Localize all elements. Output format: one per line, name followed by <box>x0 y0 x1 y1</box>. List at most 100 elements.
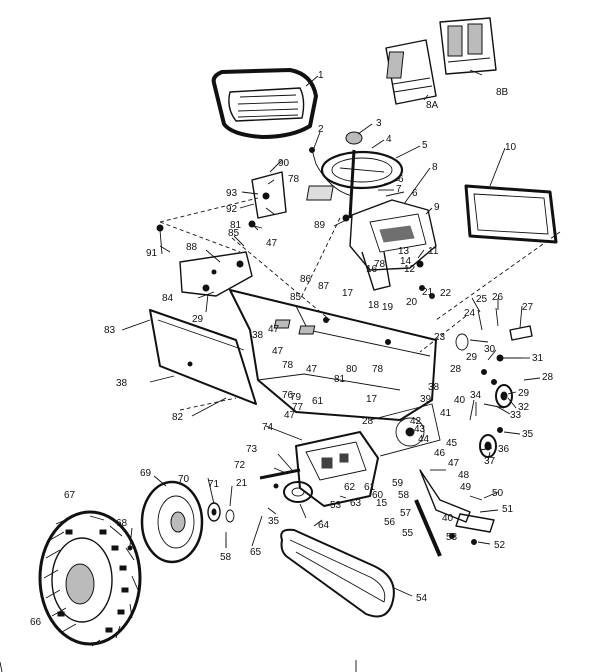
callout-40b: 40 <box>442 513 454 524</box>
belt-drawing <box>280 528 395 618</box>
callout-28b: 28 <box>542 372 554 383</box>
callout-19: 19 <box>382 302 394 313</box>
callout-5: 5 <box>422 140 428 151</box>
callout-85a: 85 <box>228 228 240 239</box>
callout-53b: 53 <box>446 532 458 543</box>
callout-91: 91 <box>146 248 158 259</box>
callout-43: 43 <box>414 424 426 435</box>
callout-9: 9 <box>434 202 440 213</box>
callout-45: 45 <box>446 438 458 449</box>
callout-35a: 35 <box>522 429 534 440</box>
callout-8: 8 <box>432 162 438 173</box>
callout-1: 1 <box>318 70 324 81</box>
callout-65: 65 <box>250 547 262 558</box>
callout-63: 63 <box>350 498 362 509</box>
callout-76: 76 <box>282 390 294 401</box>
callout-72: 72 <box>234 460 246 471</box>
callout-32: 32 <box>518 402 530 413</box>
callout-85b: 85 <box>290 292 302 303</box>
callout-68: 68 <box>116 518 128 529</box>
callout-40a: 40 <box>454 395 466 406</box>
callout-29c: 29 <box>192 314 204 325</box>
callout-82: 82 <box>172 412 184 423</box>
callout-18: 18 <box>368 300 380 311</box>
callout-8b: 8B <box>496 87 509 98</box>
callout-7: 7 <box>396 184 402 195</box>
callout-14: 14 <box>400 256 412 267</box>
callout-3: 3 <box>376 118 382 129</box>
callout-15: 15 <box>376 498 388 509</box>
callout-41: 41 <box>440 408 452 419</box>
callout-17a: 17 <box>342 288 354 299</box>
pulley-32-drawing <box>495 384 513 408</box>
callout-55: 55 <box>402 528 414 539</box>
callout-31: 31 <box>532 353 544 364</box>
bracket-88-drawing <box>179 251 253 297</box>
callout-73: 73 <box>246 444 258 455</box>
callout-4: 4 <box>386 134 392 145</box>
callout-46: 46 <box>434 448 446 459</box>
callout-89: 89 <box>314 220 326 231</box>
callout-28a: 28 <box>450 364 462 375</box>
callout-25: 25 <box>476 294 488 305</box>
callout-87: 87 <box>318 281 330 292</box>
decal-8a-drawing <box>385 39 437 105</box>
callout-53a: 53 <box>330 500 342 511</box>
callout-69: 69 <box>140 468 152 479</box>
callout-78a: 78 <box>288 174 300 185</box>
callout-48: 48 <box>458 470 470 481</box>
callout-22: 22 <box>440 288 452 299</box>
callout-78b: 78 <box>374 259 386 270</box>
callout-47e: 47 <box>284 410 296 421</box>
callout-83: 83 <box>104 325 116 336</box>
callout-24: 24 <box>464 308 476 319</box>
decal-8b-drawing <box>439 17 497 75</box>
chassis-drawing <box>229 289 437 421</box>
callout-44: 44 <box>418 434 430 445</box>
callout-39: 39 <box>420 394 432 405</box>
callout-50: 50 <box>492 488 504 499</box>
page-marks <box>0 660 357 672</box>
callout-58b: 58 <box>220 552 232 563</box>
callout-labels: 1 2 3 4 5 6 6 7 8 8A 8B 9 10 11 12 13 14… <box>30 70 554 628</box>
callout-23: 23 <box>434 332 446 343</box>
callout-8a: 8A <box>426 100 439 111</box>
callout-81b: 81 <box>334 374 346 385</box>
callout-42: 42 <box>410 416 422 427</box>
callout-93: 93 <box>226 188 238 199</box>
tire-drawing <box>38 510 142 647</box>
callout-71: 71 <box>208 479 220 490</box>
callout-47a: 47 <box>266 238 278 249</box>
hardware-drawing <box>127 147 533 551</box>
callout-34: 34 <box>470 390 482 401</box>
reference-lines <box>159 197 561 411</box>
callout-38b: 38 <box>252 330 264 341</box>
callout-11: 11 <box>428 246 439 257</box>
pulley-64-drawing <box>283 481 313 503</box>
callout-12: 12 <box>404 264 416 275</box>
callout-86: 86 <box>300 274 312 285</box>
callout-16: 16 <box>366 264 378 275</box>
callout-35b: 35 <box>268 516 280 527</box>
callout-6a: 6 <box>398 174 404 185</box>
callout-54: 54 <box>416 593 428 604</box>
callout-81a: 81 <box>230 220 242 231</box>
callout-88: 88 <box>186 242 198 253</box>
rim-drawing <box>140 480 204 564</box>
callout-29b: 29 <box>518 388 530 399</box>
callout-47d: 47 <box>306 364 318 375</box>
callout-2: 2 <box>318 124 324 135</box>
pulley-37-drawing <box>479 434 497 458</box>
callout-17b: 17 <box>366 394 378 405</box>
callout-27: 27 <box>522 302 534 313</box>
callout-59: 59 <box>392 478 404 489</box>
callout-52: 52 <box>494 540 506 551</box>
callout-6b: 6 <box>412 188 418 199</box>
callout-49: 49 <box>460 482 472 493</box>
callout-70: 70 <box>178 474 190 485</box>
callout-80: 80 <box>346 364 358 375</box>
callout-74: 74 <box>262 422 274 433</box>
callout-78d: 78 <box>372 364 384 375</box>
callout-10: 10 <box>505 142 517 153</box>
leader-lines <box>121 69 541 597</box>
